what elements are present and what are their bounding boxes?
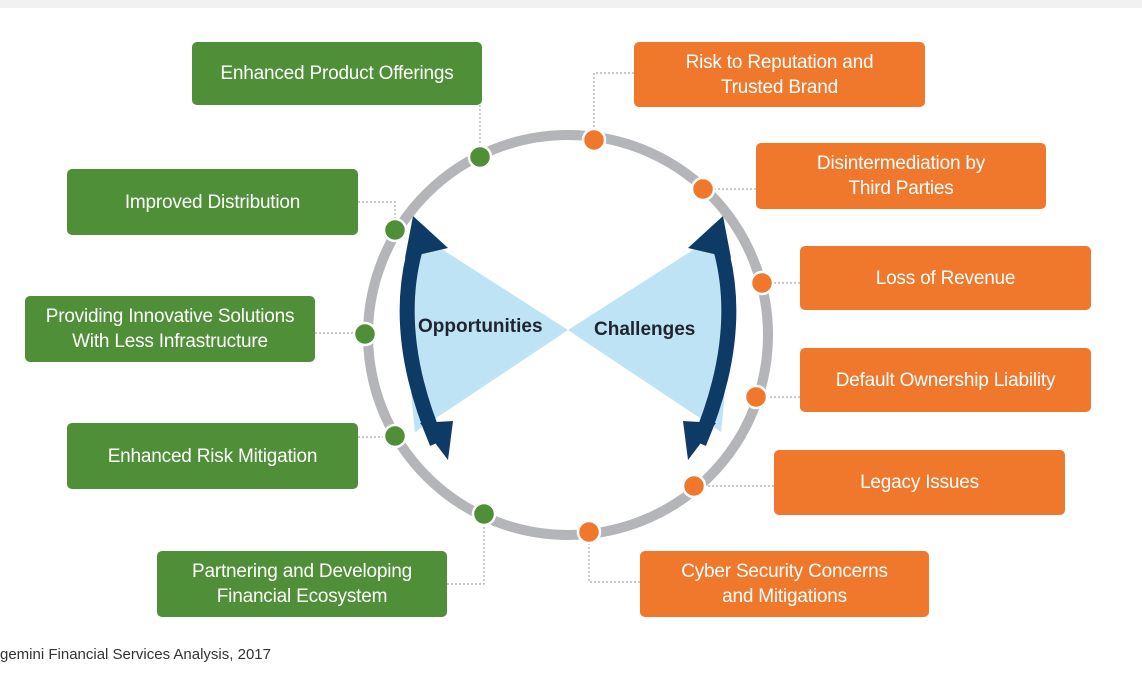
challenge-node [749, 270, 775, 296]
challenge-node [681, 473, 707, 499]
opportunities-wedge [409, 232, 568, 432]
box-line: Trusted Brand [720, 76, 839, 98]
box-line: Default Ownership Liability [835, 369, 1056, 391]
challenge-node [743, 384, 769, 410]
box-line: Third Parties [848, 178, 954, 199]
opportunity-node [382, 423, 408, 449]
opportunities-arrow [399, 240, 444, 446]
opportunity-node [382, 217, 408, 243]
challenge-box-legacy-issues: Legacy Issues [774, 450, 1065, 515]
box-line: Enhanced Risk Mitigation [107, 445, 318, 467]
challenge-node [690, 176, 716, 202]
challenge-box-loss-of-revenue: Loss of Revenue [800, 246, 1091, 310]
challenge-box-cyber-security: Cyber Security Concerns and Mitigations [640, 551, 929, 617]
opportunity-node [352, 321, 378, 347]
box-line: Loss of Revenue [875, 267, 1016, 289]
challenges-label: Challenges [594, 319, 696, 340]
opportunity-box-improved-distribution: Improved Distribution [67, 169, 358, 235]
box-line: Providing Innovative Solutions [45, 306, 295, 327]
connector-line [447, 514, 485, 585]
box-line: Cyber Security Concerns [681, 561, 888, 582]
opportunities-arrowhead-bottom [420, 421, 453, 460]
opportunities-label: Opportunities [418, 316, 543, 337]
challenge-box-disintermediation: Disintermediation by Third Parties [756, 143, 1046, 209]
box-line: Enhanced Product Offerings [220, 63, 454, 84]
connector-line [593, 72, 634, 140]
opportunity-box-enhanced-risk-mitigation: Enhanced Risk Mitigation [67, 423, 358, 489]
box-line: Disintermediation by [816, 153, 986, 174]
source-caption: gemini Financial Services Analysis, 2017 [0, 646, 271, 663]
challenges-wedge [568, 232, 727, 432]
box-line: Legacy Issues [860, 472, 979, 493]
box-line: Risk to Reputation and [685, 51, 874, 73]
challenge-box-default-ownership-liability: Default Ownership Liability [800, 348, 1091, 412]
opportunities-arrowhead-top [405, 216, 448, 258]
connector-line [358, 201, 396, 230]
box-line: Improved Distribution [124, 191, 301, 213]
opportunity-box-enhanced-product-offerings: Enhanced Product Offerings [192, 42, 482, 105]
box-line: Partnering and Developing [192, 561, 412, 582]
ring-nodes [352, 127, 775, 545]
challenge-node [581, 127, 607, 153]
top-border [0, 0, 1142, 8]
opportunity-node [467, 144, 493, 170]
challenge-node [576, 519, 602, 545]
opportunity-node [471, 501, 497, 527]
challenges-arrowhead-top [688, 216, 731, 258]
box-line: and Mitigations [722, 586, 847, 607]
box-line: Financial Ecosystem [216, 586, 388, 607]
challenges-arrowhead-bottom [683, 421, 716, 460]
connector-line [588, 532, 640, 583]
challenges-arrow [692, 240, 737, 446]
box-line: With Less Infrastructure [72, 331, 268, 352]
